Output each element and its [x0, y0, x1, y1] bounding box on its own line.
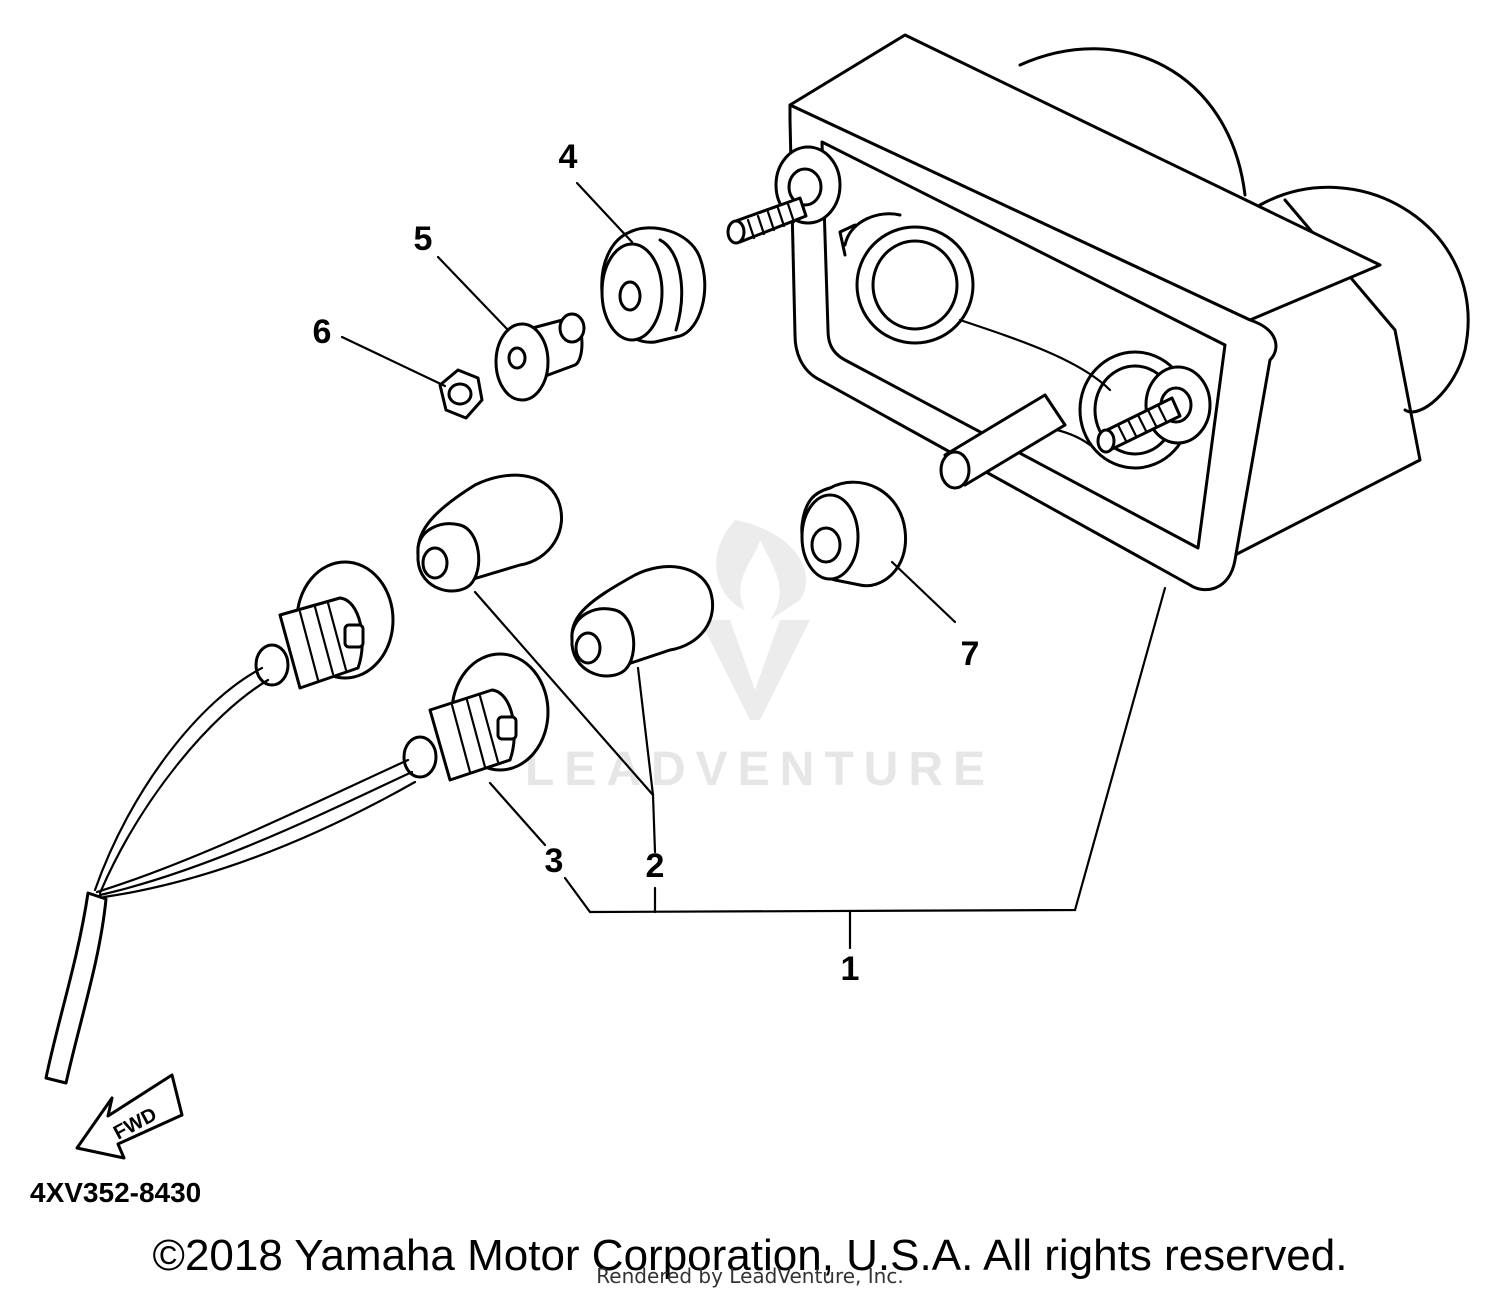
bulb-upper-part-2	[416, 473, 564, 593]
grommet-part-4	[600, 226, 707, 344]
leader-lines	[340, 181, 1167, 950]
callout-5: 5	[414, 220, 433, 258]
fwd-arrow-icon: FWD	[75, 1073, 184, 1160]
leadventure-watermark: LEADVENTURE	[525, 520, 995, 796]
taillight-housing	[726, 33, 1470, 592]
copyright-notice: ©2018 Yamaha Motor Corporation, U.S.A. A…	[152, 1231, 1348, 1280]
callout-7: 7	[961, 635, 980, 673]
callout-2: 2	[646, 847, 665, 885]
wire-harness	[44, 666, 417, 1085]
bulb-lower-part-2	[570, 565, 715, 678]
socket-upper-part-3	[254, 560, 395, 690]
callout-6: 6	[313, 313, 332, 351]
socket-lower-part-3	[402, 652, 550, 782]
watermark-text: LEADVENTURE	[525, 743, 995, 796]
collar-part-5	[494, 312, 586, 402]
grommet-part-7	[800, 480, 907, 588]
callout-3: 3	[545, 842, 564, 880]
nut-part-6	[438, 368, 484, 420]
callout-4: 4	[559, 138, 578, 176]
callout-1: 1	[841, 950, 860, 988]
rendered-by-credit: Rendered by LeadVenture, Inc.	[596, 1264, 904, 1288]
diagram-part-number: 4XV352-8430	[30, 1177, 201, 1208]
